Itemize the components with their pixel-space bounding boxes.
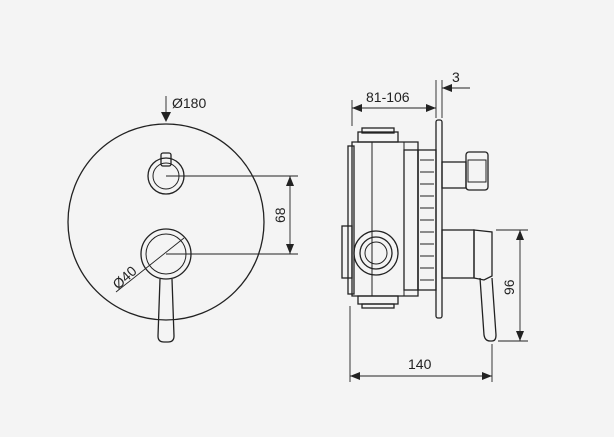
depth-range-dimension: 81-106 <box>351 80 437 126</box>
plate-diameter-dimension: Ø180 <box>161 95 206 122</box>
diverter-knob-side <box>441 151 489 191</box>
body-height-label: 96 <box>501 279 517 295</box>
plate-diameter-label: Ø180 <box>172 95 206 111</box>
side-view: 81-106 3 96 140 <box>341 69 528 382</box>
total-depth-label: 140 <box>408 356 432 372</box>
plate-thickness-dimension: 3 <box>441 69 470 118</box>
body-height-dimension: 96 <box>496 229 528 342</box>
diverter-knob <box>147 152 185 195</box>
cover-plate-side <box>435 119 443 319</box>
depth-range-label: 81-106 <box>366 89 410 105</box>
plate-thickness-label: 3 <box>452 69 460 85</box>
lever-diameter-label: Ø40 <box>109 262 140 292</box>
total-depth-dimension: 140 <box>349 306 493 382</box>
mixer-lever <box>140 228 192 343</box>
cover-plate <box>67 123 265 321</box>
lever-spacing-dimension: 68 <box>166 175 298 255</box>
lever-spacing-label: 68 <box>272 207 288 223</box>
front-view: Ø180 Ø40 68 <box>67 95 298 343</box>
mixer-lever-side <box>441 229 497 342</box>
mounting-box <box>341 127 437 309</box>
